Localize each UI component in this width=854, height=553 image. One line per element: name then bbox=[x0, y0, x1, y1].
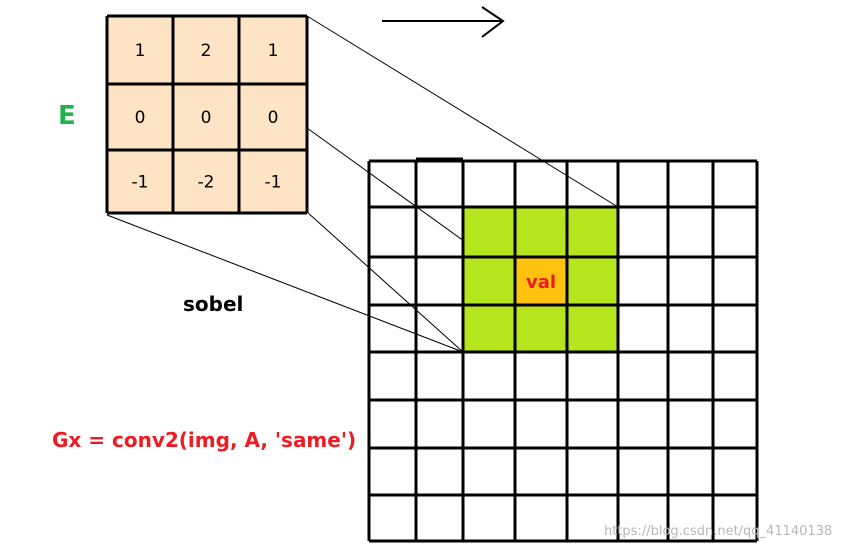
projection-line-lower bbox=[306, 211, 464, 353]
center-value-label: val bbox=[526, 272, 556, 293]
sobel-kernel-matrix: 1 2 1 0 0 0 -1 -2 -1 bbox=[105, 14, 309, 215]
image-grid: val bbox=[367, 157, 759, 543]
kernel-cell-value: 0 bbox=[268, 108, 279, 128]
kernel-cell-value: 1 bbox=[268, 41, 279, 61]
projection-line-bottom bbox=[106, 214, 464, 353]
kernel-cell-value: 1 bbox=[135, 41, 146, 61]
kernel-cell-value: -1 bbox=[265, 173, 282, 193]
right-arrow-icon bbox=[382, 6, 505, 38]
kernel-cell-value: 0 bbox=[201, 108, 212, 128]
kernel-label: E bbox=[58, 101, 76, 131]
method-label: sobel bbox=[183, 292, 244, 316]
kernel-cell-value: 0 bbox=[135, 108, 146, 128]
kernel-cell-value: -2 bbox=[198, 173, 215, 193]
center-pixel bbox=[515, 257, 567, 305]
watermark: https://blog.csdn.net/qq_41140138 bbox=[604, 524, 833, 539]
kernel-cell-value: -1 bbox=[132, 173, 149, 193]
kernel-cell-value: 2 bbox=[201, 41, 212, 61]
kernel-background bbox=[107, 16, 307, 213]
formula-label: Gx = conv2(img, A, 'same') bbox=[52, 428, 357, 452]
